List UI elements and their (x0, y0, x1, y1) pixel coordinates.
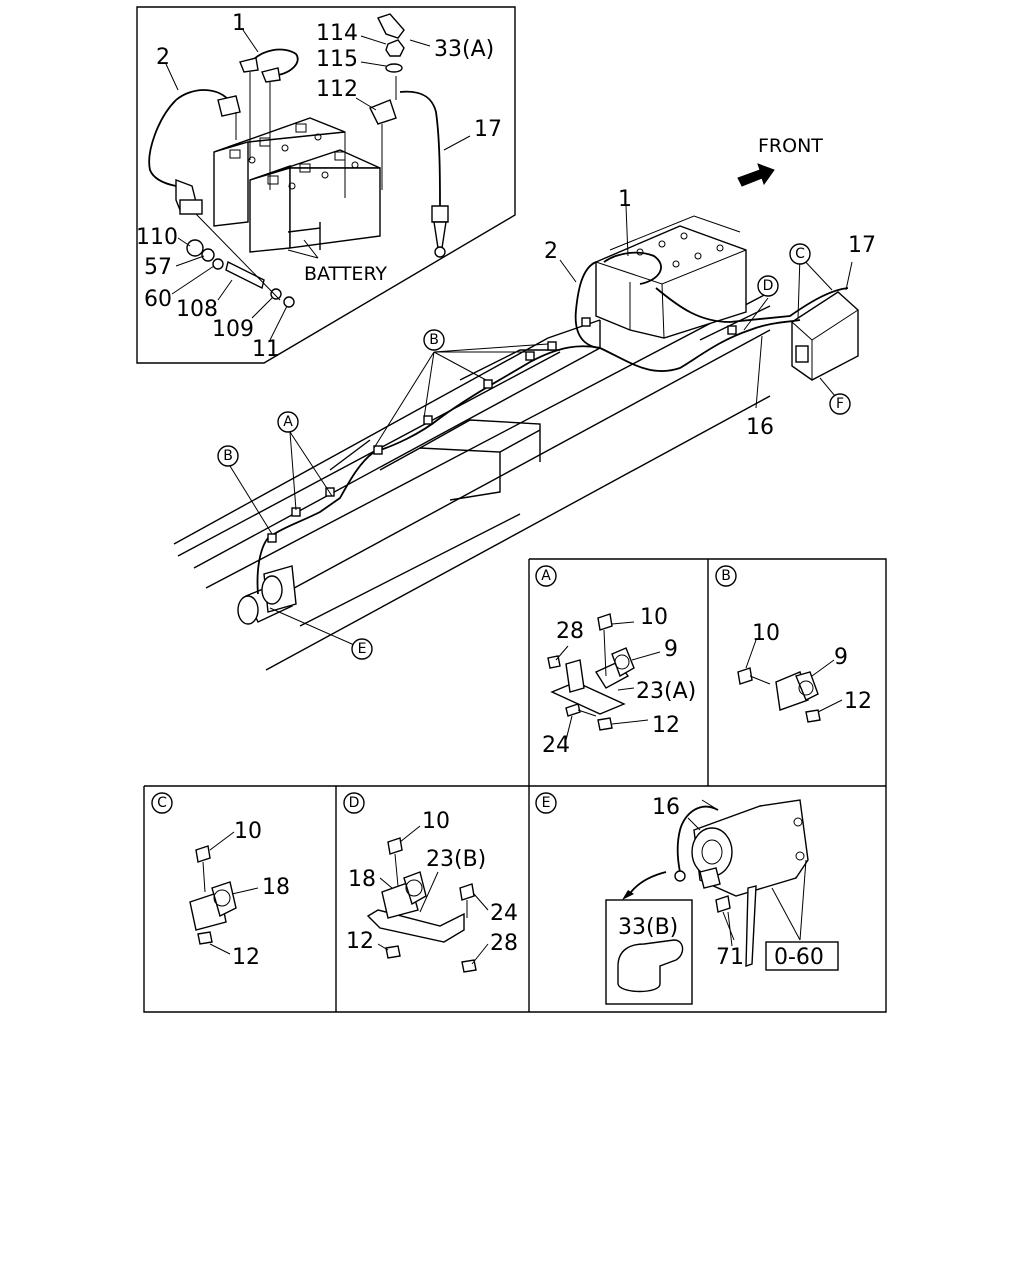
detail-c-label-12: 12 (232, 945, 260, 970)
callout-b-main-text: B (429, 332, 439, 348)
callout-f-main: F (829, 393, 851, 415)
inset-cable-1 (247, 48, 299, 77)
detail-e-label-33b: 33(B) (618, 915, 678, 940)
battery-pair-inset (213, 117, 381, 253)
main-cable-run (256, 251, 849, 595)
inset-label-109: 109 (212, 317, 254, 342)
callout-e-main-text: E (358, 641, 367, 657)
front-direction-marker: FRONT (737, 135, 823, 187)
detail-d: D 10 23(B) 18 24 12 28 (343, 792, 518, 973)
detail-panels-frame (143, 558, 887, 1013)
inset-label-110: 110 (136, 225, 178, 250)
detail-a-label-28: 28 (556, 619, 584, 644)
battery-inset: 1 2 114 115 33(A) 112 17 BATTERY 110 57 … (136, 6, 516, 364)
detail-c: C 10 18 12 (151, 792, 290, 970)
detail-e-label-060: 0-60 (774, 945, 824, 970)
detail-c-label-10: 10 (234, 819, 262, 844)
inset-cable-2 (148, 89, 233, 187)
inset-label-17: 17 (474, 117, 502, 142)
detail-d-label-23b: 23(B) (426, 847, 486, 872)
detail-b-label-12: 12 (844, 689, 872, 714)
inset-label-114: 114 (316, 21, 358, 46)
detail-a-label-23a: 23(A) (636, 679, 696, 704)
callout-a-main: A (277, 411, 299, 433)
callout-c-main-text: C (795, 246, 805, 262)
callout-b-left: B (217, 445, 239, 467)
terminal-bolt-set (186, 213, 295, 308)
inset-label-112: 112 (316, 77, 358, 102)
ref-060-box (765, 941, 839, 971)
inset-label-57: 57 (144, 255, 172, 280)
detail-a-label-12: 12 (652, 713, 680, 738)
battery-pair-main (595, 215, 747, 339)
detail-a: A 28 10 9 23(A) 12 24 (535, 565, 696, 758)
callout-a-main-text: A (283, 414, 293, 430)
inset-frame (136, 6, 516, 364)
inset-label-11: 11 (252, 337, 280, 362)
main-label-2: 2 (544, 239, 558, 264)
detail-d-label-18: 18 (348, 867, 376, 892)
inset-label-2: 2 (156, 45, 170, 70)
detail-b: B 10 9 12 (715, 565, 872, 723)
relay-box (791, 291, 859, 381)
detail-c-tag: C (157, 795, 167, 811)
frame-rail (173, 291, 771, 671)
detail-d-label-12: 12 (346, 929, 374, 954)
detail-d-label-28: 28 (490, 931, 518, 956)
main-label-1: 1 (618, 187, 632, 212)
inset-cable-17 (399, 90, 441, 207)
detail-d-tag: D (349, 795, 360, 811)
detail-b-label-9: 9 (834, 645, 848, 670)
detail-d-label-24: 24 (490, 901, 518, 926)
inset-label-115: 115 (316, 47, 358, 72)
callout-d-main: D (757, 275, 779, 297)
detail-a-label-9: 9 (664, 637, 678, 662)
detail-e-tag: E (542, 795, 551, 811)
callout-e-main: E (351, 638, 373, 660)
detail-b-label-10: 10 (752, 621, 780, 646)
front-label: FRONT (758, 135, 823, 157)
detail-a-label-10: 10 (640, 605, 668, 630)
detail-d-label-10: 10 (422, 809, 450, 834)
callout-b-left-text: B (223, 448, 233, 464)
callout-d-main-text: D (763, 278, 774, 294)
inset-label-battery: BATTERY (304, 263, 387, 285)
detail-a-tag: A (541, 568, 551, 584)
callout-b-main: B (423, 329, 445, 351)
chassis-main-view: B A B E D C F 1 2 17 16 (173, 187, 876, 671)
detail-e-label-16: 16 (652, 795, 680, 820)
inset-label-1: 1 (232, 11, 246, 36)
boot-33b-box (605, 899, 693, 1005)
cable-clips (267, 317, 737, 543)
main-label-17: 17 (848, 233, 876, 258)
callout-c-main: C (789, 243, 811, 265)
inset-label-60: 60 (144, 287, 172, 312)
detail-b-tag: B (721, 568, 731, 584)
callout-f-main-text: F (836, 396, 844, 412)
detail-e: E 16 33(B) 71 0-60 (535, 792, 839, 1005)
inset-label-33a: 33(A) (434, 37, 494, 62)
detail-a-label-24: 24 (542, 733, 570, 758)
inset-label-108: 108 (176, 297, 218, 322)
detail-e-label-71: 71 (716, 945, 744, 970)
detail-c-label-18: 18 (262, 875, 290, 900)
front-arrow-icon (737, 163, 775, 187)
main-label-16: 16 (746, 415, 774, 440)
